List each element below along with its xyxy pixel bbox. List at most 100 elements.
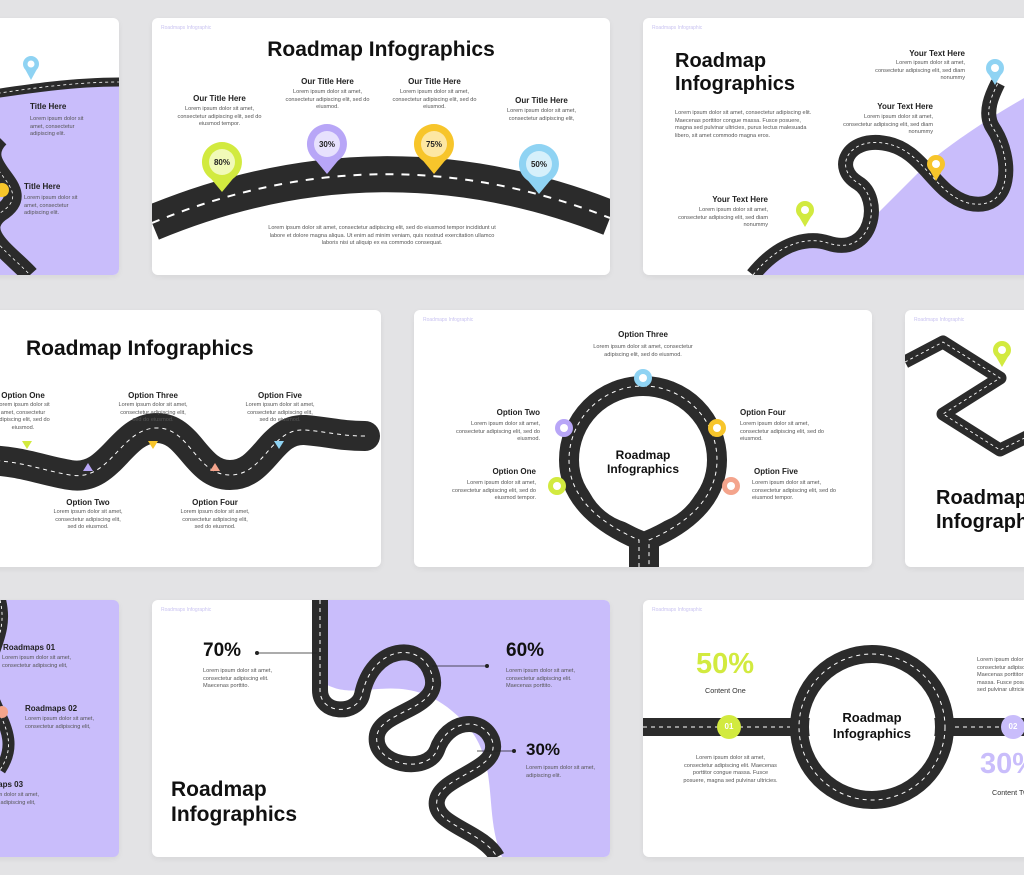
map-pin-icon (708, 419, 726, 437)
option-title: Option Three (618, 330, 668, 339)
map-pin-icon (201, 142, 242, 192)
footer-text: Lorem ipsum dolor sit amet, consectetur … (268, 225, 496, 247)
watermark: Roadmaps Infographic (652, 25, 703, 31)
slide-7-graphics (0, 600, 15, 774)
wave-road (0, 413, 380, 491)
option-text: Lorem ipsum dolor sit amet, consectetur … (452, 480, 536, 502)
map-pin-icon (555, 419, 573, 437)
item-text: Lorem ipsum dolor sit amet, consectetur … (2, 655, 72, 669)
road-arc (152, 156, 610, 240)
item-title: Your Text Here (712, 195, 768, 204)
slide-title: Roadmap Infographics (267, 38, 495, 61)
option-text: Lorem ipsum dolor sit amet, consectetur … (752, 480, 836, 502)
slide-3[interactable]: Roadmaps Infographic Roadmap Infographic… (643, 18, 1024, 275)
pin-value: 30% (318, 140, 335, 149)
option-title: Option Four (740, 408, 786, 417)
item-title: Your Text Here (909, 49, 965, 58)
option-title: Option Two (496, 408, 540, 417)
pin-title: Our Title Here (301, 77, 354, 86)
map-pin-icon (993, 341, 1011, 367)
stat-text: Lorem ipsum dolor sit amet, adipiscing e… (526, 765, 596, 779)
marker-icon (210, 463, 220, 471)
step-marker (717, 715, 741, 739)
watermark: Roadmaps Infographic (161, 607, 212, 613)
pin-title: Our Title Here (193, 94, 246, 103)
option-text: Lorem ipsum dolor sit amet, consectetur … (0, 402, 50, 431)
option-title: Option Five (754, 467, 798, 476)
stat-value: 60% (506, 640, 545, 661)
step-marker (1001, 715, 1024, 739)
item-text: Lorem ipsum dolor sit amet, consectetur … (875, 60, 965, 82)
ring-road (548, 369, 740, 567)
option-text: Lorem ipsum dolor sit amet, consectetur … (740, 421, 824, 443)
slide-5[interactable]: Roadmaps Infographic Roadmap Infographic… (414, 310, 872, 567)
option-title: Option Three (128, 391, 178, 400)
slide-9[interactable]: Roadmaps Infographic Roadmap Infographic… (643, 600, 1024, 857)
item-text: Lorem ipsum dolor sit amet, consectetur … (678, 207, 768, 229)
option-title: Option Two (66, 498, 110, 507)
slide-title: Roadmap Infographics (26, 337, 254, 360)
stat-value: 30% (980, 748, 1024, 780)
map-pin-icon (986, 59, 1004, 85)
slide-8[interactable]: Roadmaps Infographic 70% Lorem ipsum dol… (152, 600, 610, 857)
pin-text: Lorem ipsum dolor sit amet, consectetur … (506, 108, 576, 122)
item-title: Roadmaps 01 (3, 643, 56, 652)
step-number: 01 (724, 722, 734, 731)
item-title: Roadmaps 03 (0, 780, 24, 789)
pin-value: 80% (213, 158, 230, 167)
stat-value: 70% (203, 640, 242, 661)
watermark: Roadmaps Infographic (161, 25, 212, 31)
item-text: Lorem ipsum dolor sit amet, consectetur … (25, 716, 95, 730)
option-text: Lorem ipsum dolor sit amet, consectetur … (53, 509, 123, 531)
slide-1-graphics (0, 56, 119, 275)
option-title: Option One (1, 391, 45, 400)
pin-text: Lorem ipsum dolor sit amet, consectetur … (177, 106, 262, 128)
slide-4[interactable]: Roadmap Infographics Option One Lorem ip… (0, 310, 381, 567)
slide-7[interactable]: Roadmaps 01 Lorem ipsum dolor sit amet, … (0, 600, 119, 857)
option-title: Option Four (192, 498, 238, 507)
marker-icon (274, 441, 284, 449)
marker-icon (83, 463, 93, 471)
stat-label: Content Two (992, 788, 1024, 797)
option-text: Lorem ipsum dolor sit amet, consectetur … (180, 509, 250, 531)
item-text: Lorem ipsum dolor sit amet, consectetur … (30, 116, 84, 138)
map-pin-icon (927, 155, 945, 181)
item-title: Title Here (30, 102, 67, 111)
map-pin-icon (634, 369, 652, 387)
slide-1[interactable]: Title Here Lorem ipsum dolor sit amet, c… (0, 18, 119, 275)
map-pin-icon (0, 183, 9, 197)
item-text: Lorem ipsum dolor sit amet, consectetur … (843, 114, 933, 136)
marker-icon (22, 441, 32, 449)
stat-text: Lorem ipsum dolor sit amet, consectetur … (683, 755, 778, 784)
ring-center-label: Roadmap Infographics (832, 710, 911, 741)
watermark: Roadmaps Infographic (423, 317, 474, 323)
stat-label: Content One (705, 686, 746, 695)
watermark: Roadmaps Infographic (914, 317, 965, 323)
stat-value: 30% (526, 740, 561, 759)
map-pin-icon (413, 124, 454, 174)
option-text: Lorem ipsum dolor sit amet, consectetur … (118, 402, 188, 424)
slide-title: Roadmap Infographics (171, 778, 298, 827)
zigzag-road (905, 335, 1024, 457)
stat-value: 50% (696, 648, 755, 680)
option-text: Lorem ipsum dolor sit amet, consectetur … (245, 402, 315, 424)
slide-6[interactable]: Roadmaps Infographic Roadmap Infographic… (905, 310, 1024, 567)
slide-9-graphics (643, 645, 1024, 809)
map-pin-icon (23, 56, 39, 80)
slide-2[interactable]: Roadmaps Infographic Roadmap Infographic… (152, 18, 610, 275)
slide-3-graphics (747, 59, 1024, 275)
item-text: Lorem ipsum dolor sit amet, consectetur … (0, 792, 40, 806)
pin-value: 50% (530, 160, 547, 169)
item-text: Lorem ipsum dolor sit amet, consectetur … (24, 195, 78, 217)
map-pin-icon (518, 144, 559, 194)
map-pin-icon (548, 477, 566, 495)
pin-title: Our Title Here (408, 77, 461, 86)
pin-title: Our Title Here (515, 96, 568, 105)
watermark: Roadmaps Infographic (652, 607, 703, 613)
pin-text: Lorem ipsum dolor sit amet, consectetur … (285, 89, 370, 111)
map-pin-icon (0, 706, 8, 718)
option-title: Option Five (258, 391, 302, 400)
slide-text: Lorem ipsum dolor sit amet, consectetur … (675, 110, 812, 139)
option-title: Option One (492, 467, 536, 476)
stat-text: Lorem ipsum dolor sit amet, consectetur … (203, 668, 273, 690)
